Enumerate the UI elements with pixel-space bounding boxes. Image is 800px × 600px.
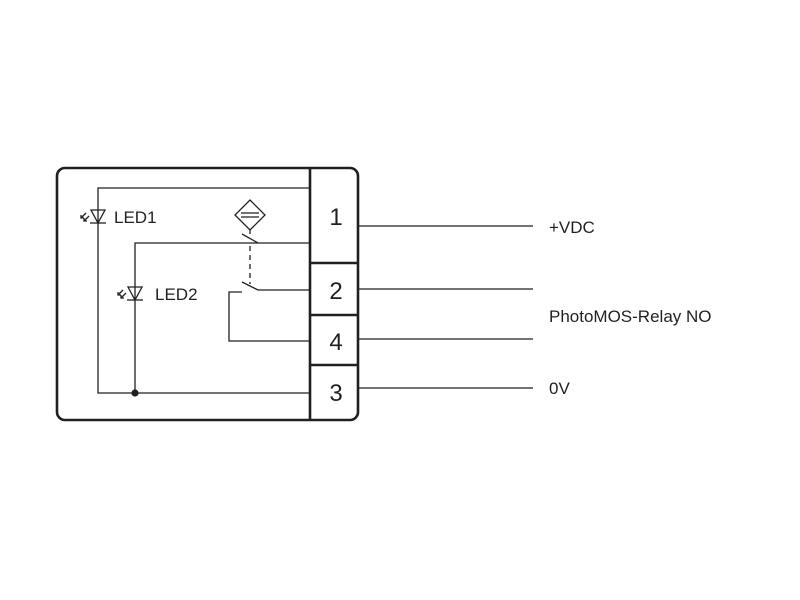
led1-icon	[80, 209, 107, 225]
vdc-label: +VDC	[549, 218, 595, 237]
pin-2-number: 2	[329, 278, 342, 305]
relay-label: PhotoMOS-Relay NO	[549, 307, 712, 326]
upper-switch-contact	[241, 233, 259, 244]
led2-label: LED2	[155, 285, 198, 304]
junction-dot	[131, 389, 139, 397]
terminal-block	[308, 168, 358, 420]
pin-3-number: 3	[329, 380, 342, 407]
led1-label: LED1	[114, 208, 157, 227]
lower-switch-contact	[241, 281, 259, 291]
internal-wiring	[97, 187, 310, 394]
led2-icon	[117, 286, 144, 302]
output-leads	[358, 225, 533, 389]
pin-4-number: 4	[329, 329, 342, 356]
proximity-sensor-icon	[234, 199, 266, 237]
ground-label: 0V	[549, 379, 570, 398]
pin-1-number: 1	[329, 204, 342, 231]
sensor-housing	[55, 166, 360, 422]
